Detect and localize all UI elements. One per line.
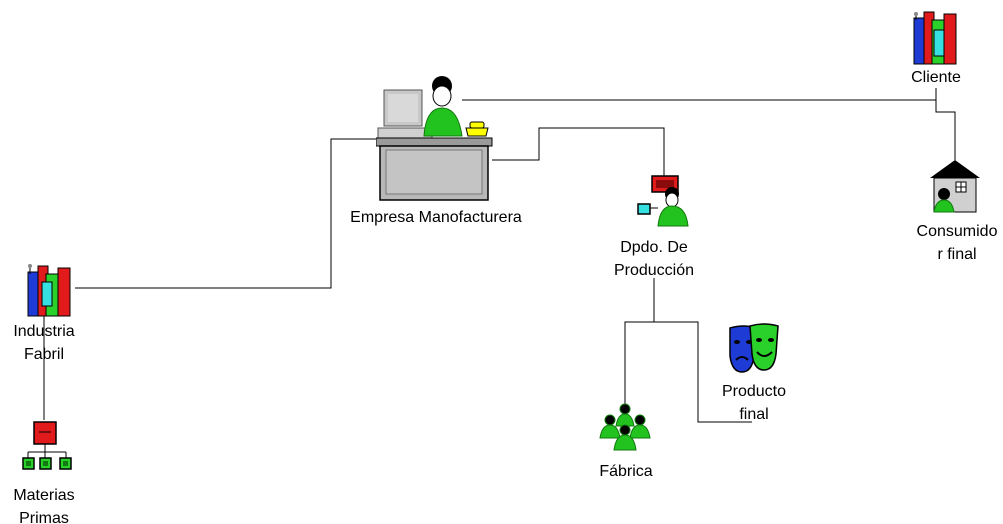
fabrica-node[interactable] (598, 402, 652, 452)
producto-node[interactable] (726, 322, 782, 376)
house-icon (930, 160, 980, 214)
materias-node[interactable] (22, 420, 72, 474)
theater-masks-icon (726, 322, 782, 376)
consumidor-label: Consumido r final (912, 220, 1002, 266)
video-conference-icon (636, 174, 692, 230)
link-produccion-fabrica (625, 322, 654, 408)
industry-buildings-icon (22, 262, 76, 318)
consumidor-label-line2: r final (912, 243, 1002, 266)
produccion-label-line1: Dpdo. De (604, 236, 704, 259)
materias-label-line1: Materias (4, 484, 84, 507)
producto-label-line2: final (704, 403, 804, 426)
empresa-node[interactable] (376, 74, 496, 204)
link-empresa-produccion (492, 128, 664, 176)
producto-label-line1: Producto (704, 380, 804, 403)
link-empresa-cliente (462, 88, 936, 100)
produccion-label: Dpdo. De Producción (604, 236, 704, 282)
industria-node[interactable] (22, 262, 76, 318)
empresa-label: Empresa Manofacturera (326, 206, 546, 229)
produccion-label-line2: Producción (604, 259, 704, 282)
cliente-node[interactable] (908, 10, 960, 66)
cliente-label: Cliente (896, 66, 976, 89)
materias-label: Materias Primas (4, 484, 84, 524)
team-icon (598, 402, 652, 452)
materias-label-line2: Primas (4, 507, 84, 524)
industria-label-line2: Fabril (4, 343, 84, 366)
industria-label-line1: Industria (4, 320, 84, 343)
desk-worker-icon (376, 74, 496, 204)
produccion-node[interactable] (636, 174, 692, 230)
consumidor-node[interactable] (930, 160, 980, 214)
consumidor-label-line1: Consumido (912, 220, 1002, 243)
producto-label: Producto final (704, 380, 804, 426)
industria-label: Industria Fabril (4, 320, 84, 366)
link-cliente-consumidor (936, 88, 955, 160)
buildings-icon (908, 10, 960, 66)
hierarchy-icon (22, 420, 72, 474)
fabrica-label: Fábrica (586, 460, 666, 483)
